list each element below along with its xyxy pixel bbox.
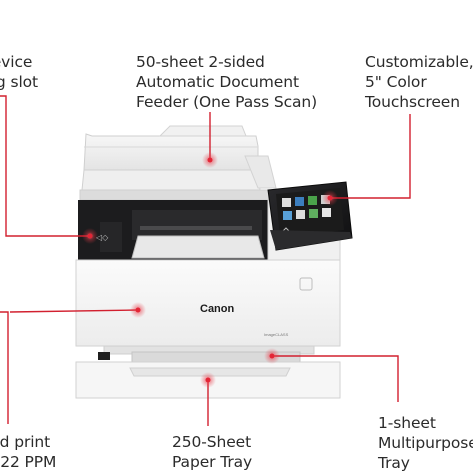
nfc-icon: ◁◇ <box>95 233 109 242</box>
touchscreen-panel[interactable] <box>267 181 353 251</box>
callout-print-speed: led print o 22 PPM <box>0 433 57 471</box>
output-area <box>78 200 268 260</box>
feature-markers <box>82 152 338 388</box>
leader-lines <box>0 95 411 426</box>
brand-logo: Canon <box>200 303 235 315</box>
callout-touchscreen: Customizable, 5" Color Touchscreen <box>365 53 473 111</box>
callout-multipurpose-tray: 1-sheet Multipurpose Tray <box>378 414 473 472</box>
power-button[interactable] <box>299 277 313 291</box>
scanner-bed-edge <box>79 189 271 201</box>
callout-paper-tray: 250-Sheet Paper Tray <box>172 433 253 471</box>
svg-text:ImageCLASS: ImageCLASS <box>264 332 289 337</box>
callout-document-feeder: 50-sheet 2-sided Automatic Document Feed… <box>136 53 318 111</box>
callout-mobile-slot: device ing slot <box>0 53 39 91</box>
document-feeder <box>81 125 277 191</box>
